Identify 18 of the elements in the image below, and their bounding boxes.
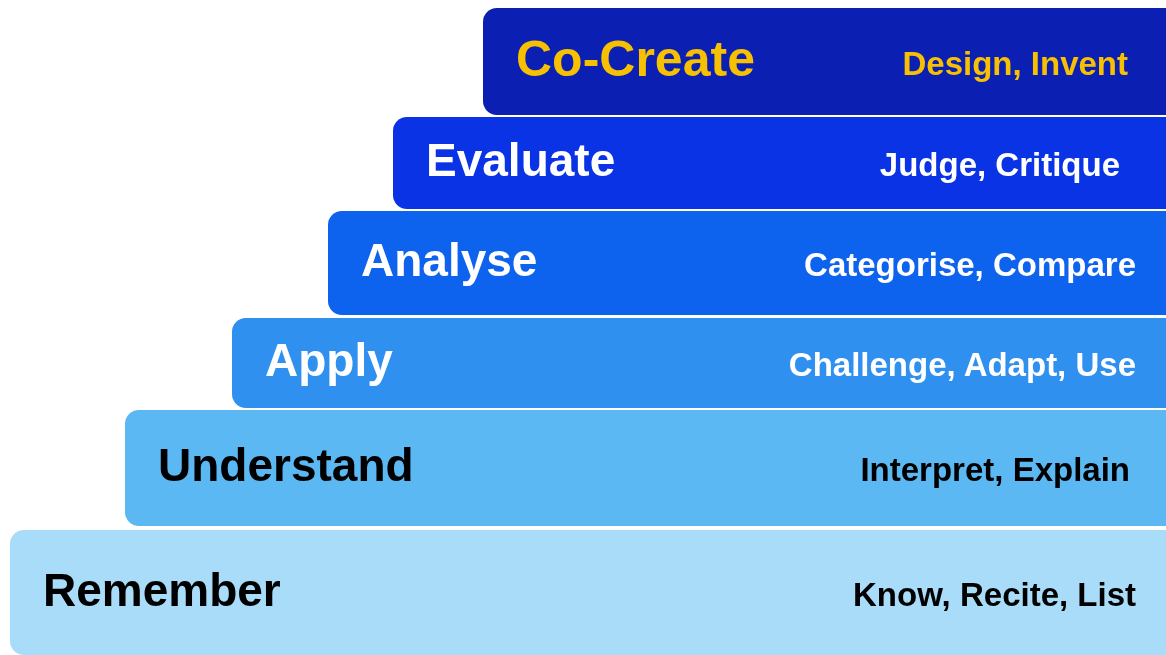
step-title: Remember — [43, 562, 281, 617]
step-verbs: Interpret, Explain — [860, 450, 1130, 489]
step-title: Evaluate — [426, 133, 616, 188]
step-verbs: Categorise, Compare — [804, 245, 1136, 284]
step-bar — [10, 530, 1166, 655]
step-verbs: Judge, Critique — [879, 145, 1120, 184]
step-title: Understand — [158, 438, 414, 493]
step-bar — [232, 318, 1166, 408]
step-title: Co-Create — [516, 29, 755, 88]
step-verbs: Challenge, Adapt, Use — [788, 345, 1136, 384]
step-bar — [125, 410, 1166, 526]
step-verbs: Know, Recite, List — [853, 575, 1136, 614]
step-bar — [393, 117, 1166, 209]
step-title: Apply — [265, 333, 393, 388]
step-bar — [328, 211, 1166, 315]
step-verbs: Design, Invent — [902, 44, 1128, 83]
step-bar — [483, 8, 1166, 115]
step-title: Analyse — [361, 233, 538, 288]
